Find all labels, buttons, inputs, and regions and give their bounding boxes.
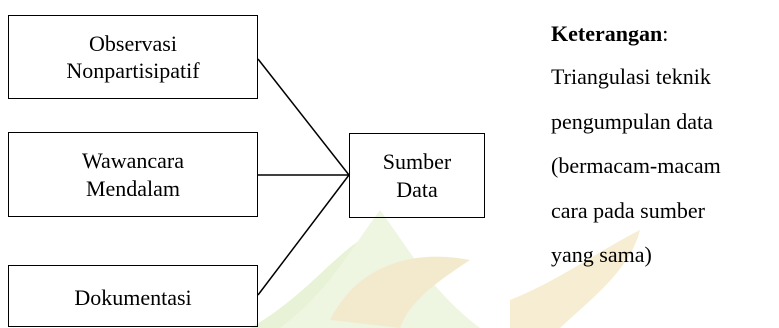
source-box-dokumentasi: Dokumentasi <box>8 265 258 327</box>
notes-line: yang sama) <box>551 242 652 267</box>
target-box-sumber-data: Sumber Data <box>349 133 485 218</box>
notes-line: (bermacam-macam <box>551 153 721 178</box>
notes-panel: Keterangan: Triangulasi teknik pengumpul… <box>551 21 721 278</box>
notes-title: Keterangan: <box>551 21 721 47</box>
target-label-line2: Data <box>396 176 438 202</box>
source-label-line2: Nonpartisipatif <box>66 58 200 83</box>
notes-title-text: Keterangan <box>551 21 663 46</box>
notes-line: pengumpulan data <box>551 108 713 134</box>
source-box-wawancara: Wawancara Mendalam <box>8 132 258 217</box>
connector-dokumentasi <box>257 174 350 296</box>
source-label-line1: Dokumentasi <box>74 285 192 310</box>
notes-title-colon: : <box>662 21 669 46</box>
notes-line: cara pada sumber <box>551 197 705 223</box>
notes-line: Triangulasi teknik <box>551 64 711 89</box>
source-box-observasi: Observasi Nonpartisipatif <box>8 15 258 99</box>
connector-observasi <box>257 58 350 176</box>
source-label-line1: Observasi <box>89 30 177 56</box>
source-label-line1: Wawancara <box>81 148 185 173</box>
target-label-line1: Sumber <box>382 149 452 174</box>
source-label-line2: Mendalam <box>85 175 181 201</box>
